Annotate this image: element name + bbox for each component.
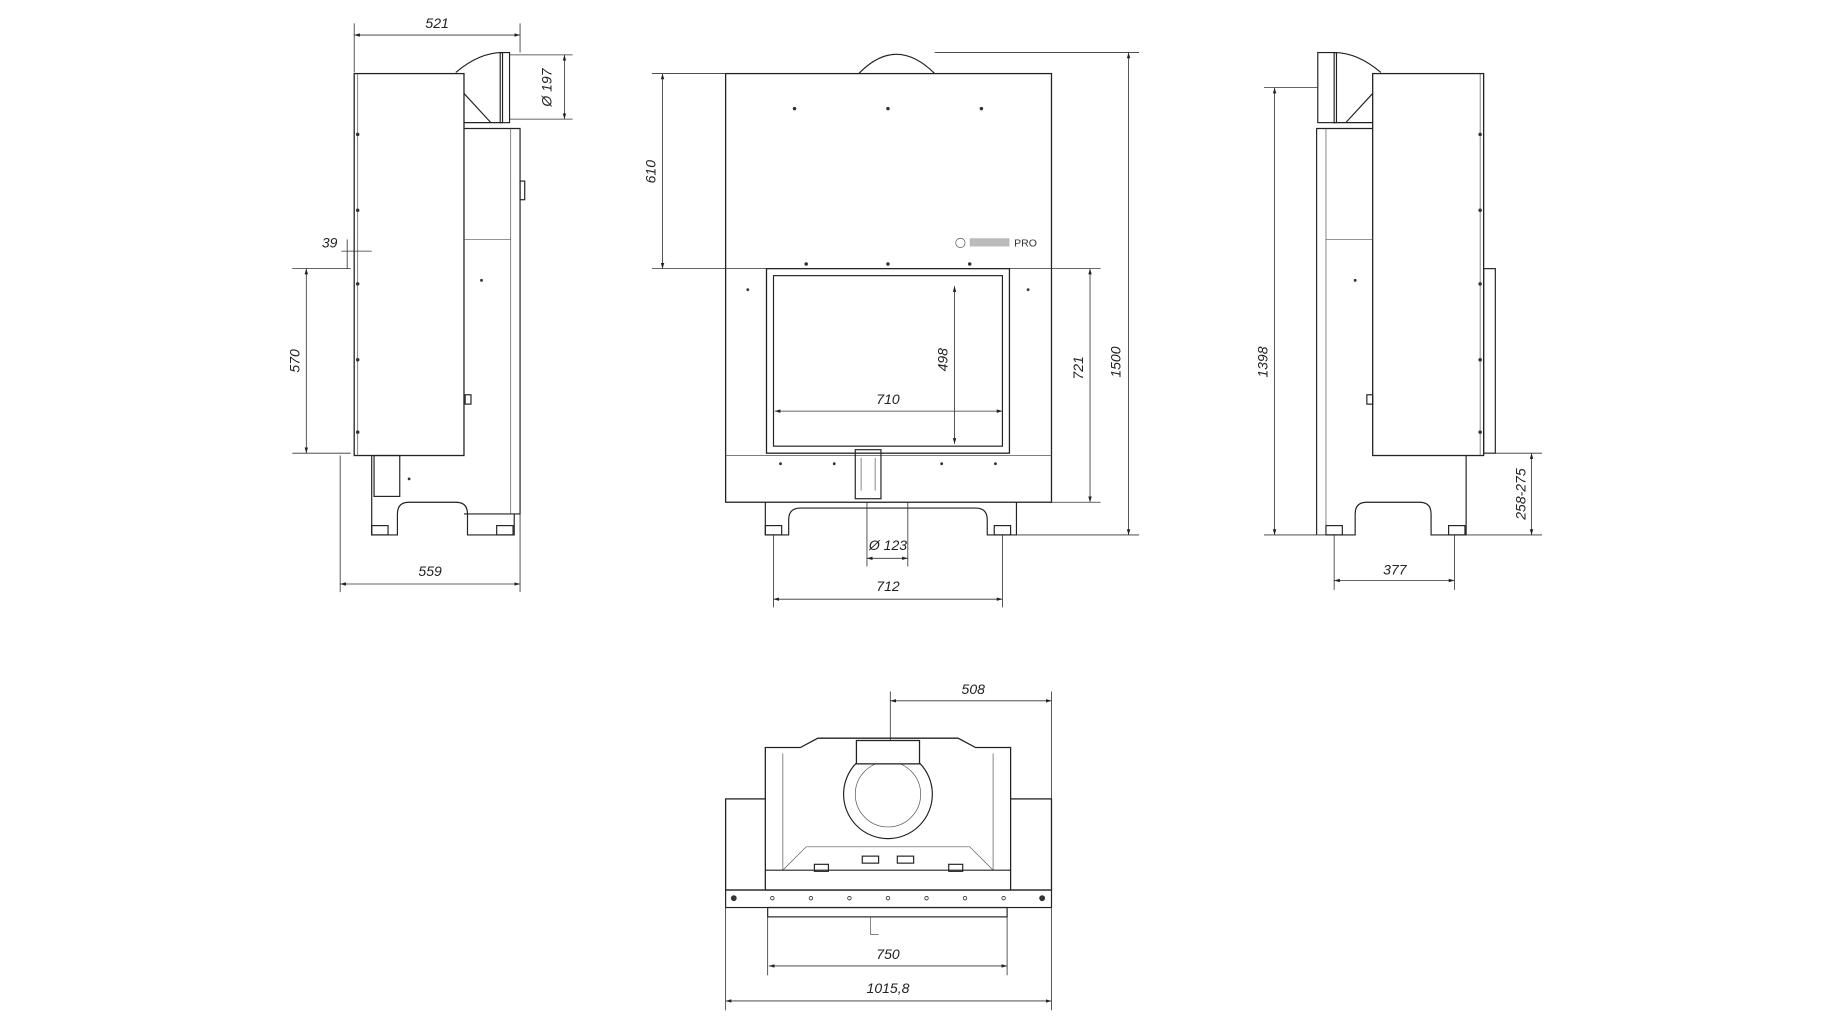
side-view-left: 521 Ø 197 39 570 559 <box>286 15 573 593</box>
dim-508: 508 <box>962 681 986 697</box>
dim-521: 521 <box>425 15 448 31</box>
top-view: 508 750 1015,8 <box>724 681 1053 1011</box>
dim-498: 498 <box>935 348 951 372</box>
side-view-right: 1398 258-275 377 <box>1255 51 1543 590</box>
dim-258-275: 258-275 <box>1513 468 1529 521</box>
dim-1398: 1398 <box>1255 346 1271 377</box>
dim-712: 712 <box>876 578 900 594</box>
dim-750: 750 <box>876 946 900 962</box>
front-view: PRO 610 1500 721 498 710 Ø 123 712 <box>643 52 1140 608</box>
dim-air-inlet-123: Ø 123 <box>868 537 907 553</box>
dim-721: 721 <box>1070 356 1086 379</box>
dim-1500: 1500 <box>1107 346 1123 377</box>
dim-377: 377 <box>1383 562 1408 578</box>
dim-39: 39 <box>322 235 338 251</box>
brand-logo: PRO <box>955 237 1037 249</box>
dim-flue-197: Ø 197 <box>539 67 555 107</box>
dim-559: 559 <box>418 563 442 579</box>
svg-text:PRO: PRO <box>1014 237 1037 249</box>
dim-610: 610 <box>643 160 659 184</box>
dim-710: 710 <box>876 391 900 407</box>
dim-570: 570 <box>286 349 302 373</box>
dim-1015-8: 1015,8 <box>867 980 910 996</box>
